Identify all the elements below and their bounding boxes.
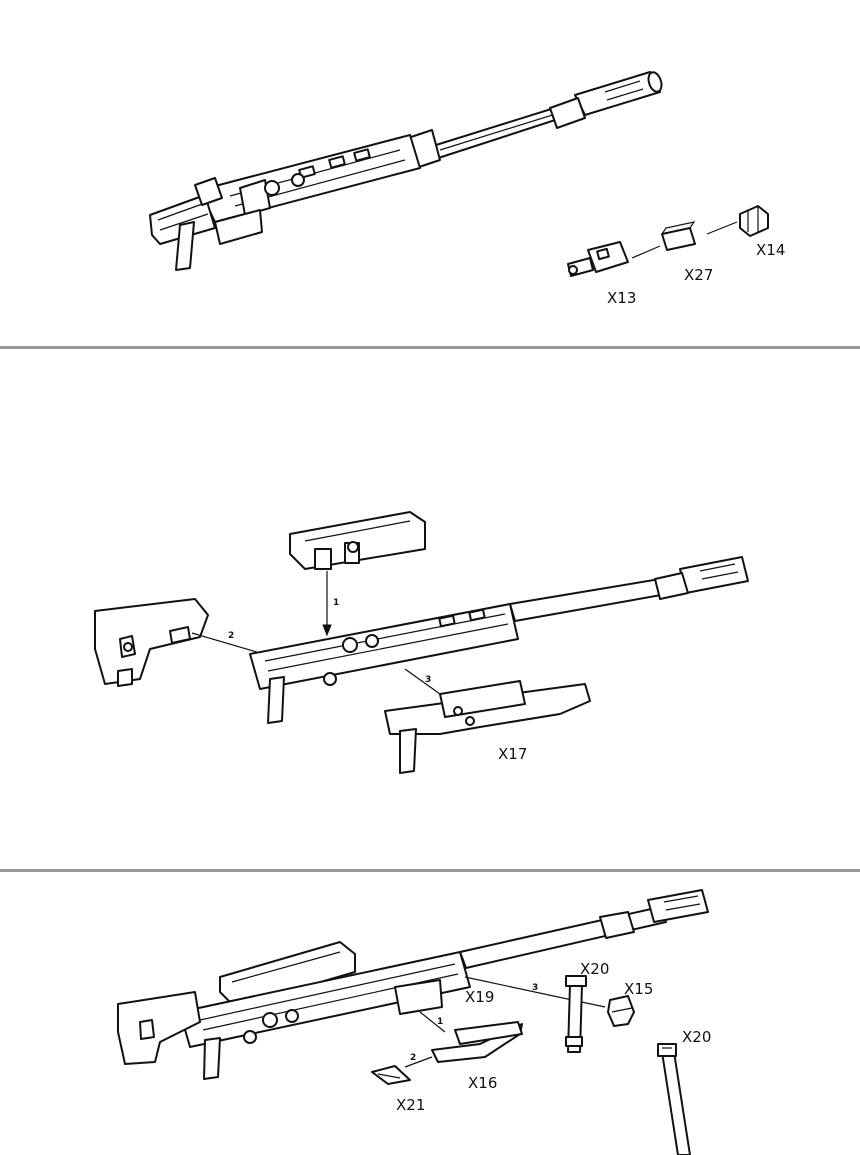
part-x27 <box>661 221 696 251</box>
muzzle-brake <box>647 889 709 923</box>
buttstock-part <box>117 991 201 1065</box>
arrow-step-3 <box>404 668 441 695</box>
step-3-marker: 3 <box>532 983 538 993</box>
muzzle-brake <box>574 71 661 116</box>
panel-divider-2 <box>0 869 860 872</box>
label-x27: X27 <box>684 266 713 284</box>
label-x19: X19 <box>465 988 494 1006</box>
panel-3-drawing: 1 2 3 X20 X15 X19 <box>117 889 711 1155</box>
buttstock-part <box>94 598 209 687</box>
pistol-grip <box>203 1037 221 1080</box>
panel-divider-1 <box>0 346 860 349</box>
rifle-assembly <box>117 889 709 1080</box>
assembly-step-panel-2: 1 2 3 <box>0 349 860 869</box>
label-x20-top: X20 <box>580 960 609 978</box>
rifle-assembly <box>149 71 663 271</box>
step-3-marker: 3 <box>425 675 431 685</box>
part-x17 <box>384 680 591 774</box>
part-x13 <box>567 241 629 277</box>
label-x17: X17 <box>498 745 527 763</box>
pistol-grip <box>175 221 195 271</box>
rifle-barrel <box>459 906 667 969</box>
step-2-marker: 2 <box>410 1053 416 1063</box>
panel-2-drawing: 1 2 3 <box>94 511 749 774</box>
arrow-step-2 <box>404 1056 433 1068</box>
part-x21 <box>371 1065 411 1085</box>
part-x14 <box>739 205 769 237</box>
arrow-step-1 <box>419 1011 446 1033</box>
step-1-marker: 1 <box>333 598 339 608</box>
label-x15: X15 <box>624 980 653 998</box>
step-1-marker: 1 <box>437 1017 443 1027</box>
label-x16: X16 <box>468 1074 497 1092</box>
label-x21: X21 <box>396 1096 425 1114</box>
label-x13: X13 <box>607 289 636 307</box>
scope-part <box>289 511 426 570</box>
upper-receiver <box>179 951 471 1048</box>
panel-1-drawing: X13 X27 X14 <box>149 71 785 307</box>
muzzle-brake <box>679 556 749 594</box>
upper-receiver <box>199 134 421 223</box>
rifle-assembly <box>249 556 749 724</box>
label-x14: X14 <box>756 241 785 259</box>
step-2-marker: 2 <box>228 631 234 641</box>
label-x20-right: X20 <box>682 1028 711 1046</box>
assembly-step-panel-1: X13 X27 X14 <box>0 0 860 346</box>
connector-line-x27-x14 <box>706 221 738 235</box>
connector-line-x13-x27 <box>631 245 661 259</box>
part-x16 <box>431 1021 523 1063</box>
scope-part <box>219 941 356 1008</box>
pistol-grip <box>267 676 285 724</box>
part-x20-leg-1 <box>565 975 587 1053</box>
arrow-step-2 <box>191 632 261 654</box>
part-x15 <box>607 995 635 1027</box>
part-x20-leg-2 <box>657 1043 691 1155</box>
assembly-step-panel-3: 1 2 3 X20 X15 X19 <box>0 872 860 1155</box>
